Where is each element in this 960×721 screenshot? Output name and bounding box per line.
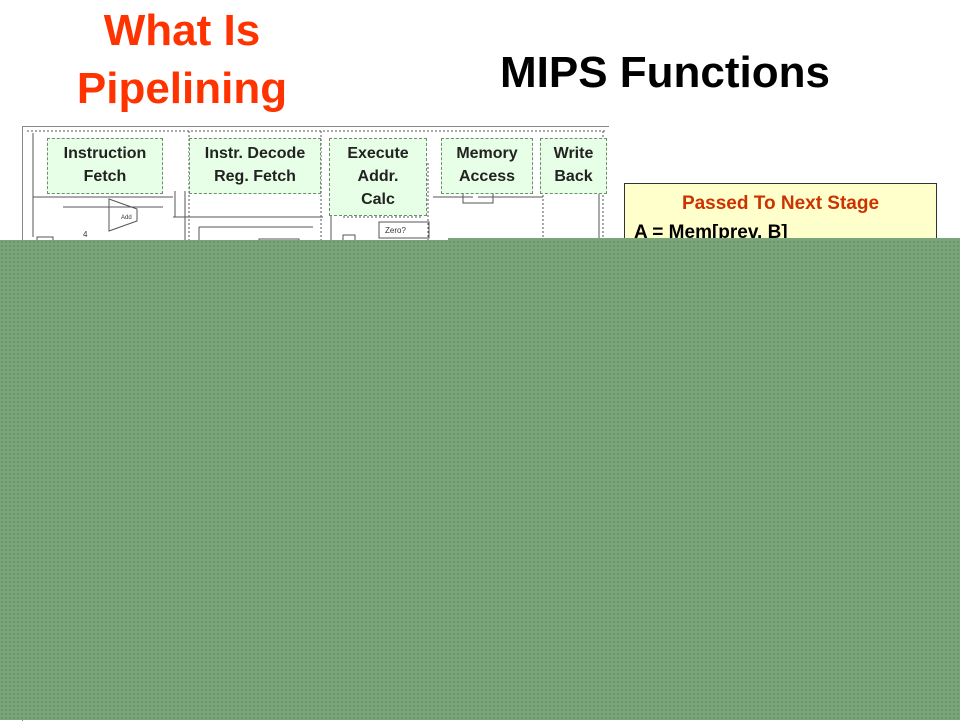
stage-execute: Execute Addr. Calc xyxy=(329,138,427,216)
stage-memory-access: Memory Access xyxy=(441,138,533,194)
stage-label-line: Addr. xyxy=(357,168,399,185)
stage-label-line: Instruction xyxy=(63,145,147,162)
stage-label-line: Fetch xyxy=(83,168,127,185)
title-left-line1: What Is xyxy=(103,6,261,55)
slide-title-right: MIPS Functions xyxy=(500,48,830,97)
info-box-line: A = Mem[prev. B] xyxy=(634,222,788,243)
stage-label-line: Memory xyxy=(456,145,518,162)
stage-instruction-fetch: Instruction Fetch xyxy=(47,138,163,194)
stage-label-line: Execute xyxy=(347,145,409,162)
stage-label-line: Back xyxy=(554,168,593,185)
zero-test-label: Zero? xyxy=(385,226,406,235)
title-left-line2: Pipelining xyxy=(76,64,288,113)
slide-title-left: What Is Pipelining xyxy=(52,2,312,118)
stage-label-line: Instr. Decode xyxy=(204,145,306,162)
info-box-heading: Passed To Next Stage xyxy=(681,193,880,214)
stage-label-line: Reg. Fetch xyxy=(214,168,296,185)
green-cover-overlay xyxy=(0,240,960,720)
stage-label-line: Access xyxy=(458,168,516,185)
stage-write-back: Write Back xyxy=(540,138,607,194)
stage-label-line: Write xyxy=(553,145,594,162)
adder-label: Add xyxy=(121,215,132,221)
stage-instr-decode: Instr. Decode Reg. Fetch xyxy=(189,138,321,194)
pipeline-datapath-diagram: Add 4 Zero? Instruction Fetch Instr. Dec… xyxy=(22,126,609,721)
plus-four-label: 4 xyxy=(83,230,88,239)
stage-label-line: Calc xyxy=(361,191,395,208)
